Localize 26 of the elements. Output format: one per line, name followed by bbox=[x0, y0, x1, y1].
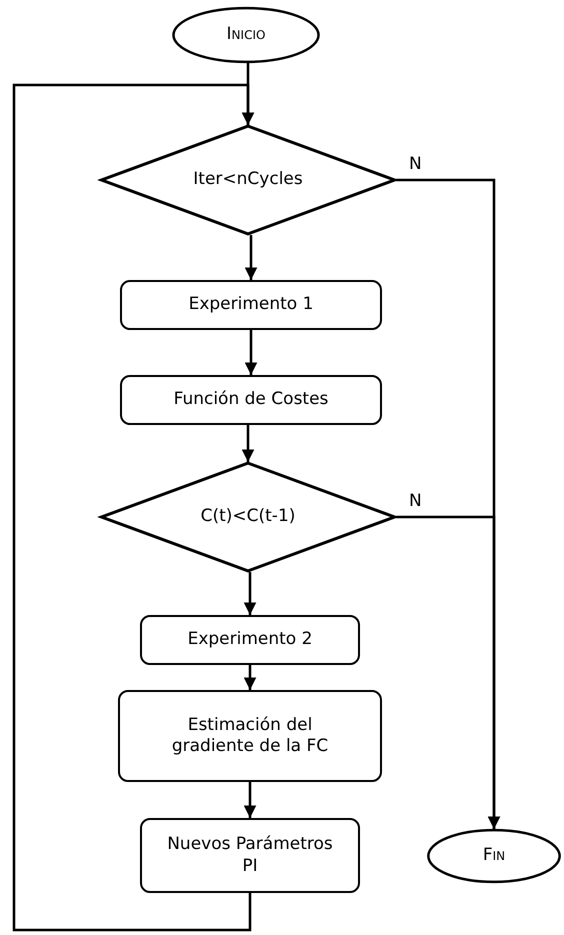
node-text: Estimación del gradiente de la FC bbox=[170, 714, 330, 758]
decision-diamond bbox=[100, 462, 396, 572]
process-box bbox=[120, 280, 382, 330]
arrow bbox=[242, 425, 254, 462]
node-text: Experimento 2 bbox=[188, 629, 312, 651]
arrow bbox=[244, 235, 258, 280]
node-text: Fin bbox=[482, 845, 506, 867]
node-text: Experimento 1 bbox=[188, 294, 314, 316]
process-box bbox=[120, 375, 382, 425]
node-text: Iter<nCycles bbox=[193, 169, 303, 191]
process-box bbox=[140, 818, 360, 893]
terminal-ellipse bbox=[172, 7, 320, 63]
process-box bbox=[118, 690, 382, 782]
arrow bbox=[244, 665, 256, 690]
node-text: Nuevos Parámetros PI bbox=[166, 834, 334, 877]
process-box bbox=[140, 615, 360, 665]
decision-diamond bbox=[100, 125, 396, 235]
terminal-ellipse bbox=[427, 829, 561, 883]
arrow bbox=[396, 516, 500, 829]
arrow bbox=[12, 84, 254, 932]
arrow bbox=[244, 782, 256, 818]
node-text: C(t)<C(t-1) bbox=[200, 506, 296, 528]
node-text: Función de Costes bbox=[174, 389, 328, 411]
arrow bbox=[244, 330, 258, 375]
arrow bbox=[244, 572, 256, 615]
node-text: Inicio bbox=[226, 24, 266, 46]
